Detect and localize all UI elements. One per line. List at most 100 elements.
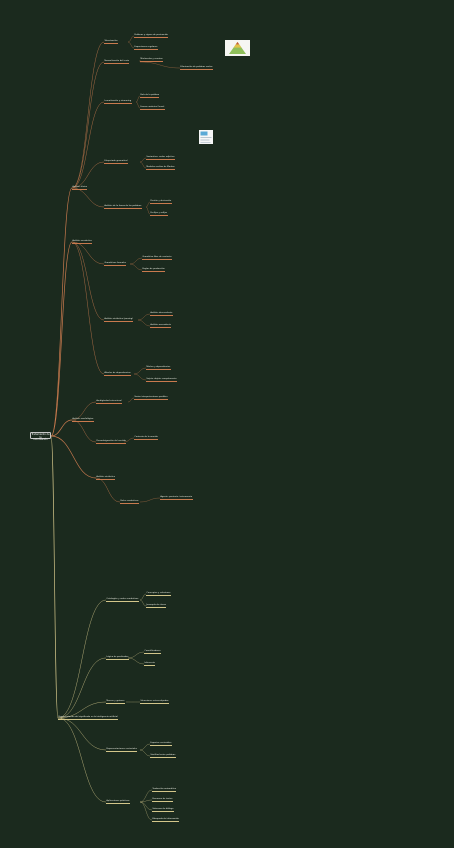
sub-lematizacion[interactable]: Lematización y stemming [104, 100, 132, 104]
connector-line [71, 241, 105, 321]
connector-line [71, 241, 105, 265]
branch-pragmatico[interactable]: Representación del significado en la int… [58, 716, 119, 720]
connector-line [129, 257, 143, 265]
connector-line [57, 657, 107, 719]
connector-line [139, 157, 147, 163]
leaf-item[interactable]: Jerarquía de clases [146, 604, 167, 608]
connector-line [57, 701, 107, 719]
leaf-item[interactable]: Cuantificadores [144, 650, 162, 654]
leaf-item[interactable]: Expresiones regulares [134, 46, 158, 50]
sub-analisis-morf[interactable]: Análisis de la forma de las palabras [104, 205, 142, 209]
connector-line [57, 599, 107, 719]
connector-line [139, 599, 147, 607]
leaf-item[interactable]: Núcleo y dependientes [146, 366, 171, 370]
sub-normalizacion[interactable]: Normalización del texto [104, 60, 130, 64]
sub-ontologias[interactable]: Ontologías y redes semánticas [106, 598, 139, 602]
leaf-item[interactable]: Sustantivo, verbo, adjetivo [146, 156, 175, 160]
sub-logica[interactable]: Lógica de predicados [106, 656, 129, 660]
leaf-item[interactable]: Prefijos y sufijos [150, 212, 168, 216]
branch-sintactico[interactable]: Análisis sintáctico [96, 476, 116, 480]
leaf-item[interactable]: Espacios vectoriales [150, 742, 172, 746]
connector-line [71, 101, 105, 189]
connector-line [139, 497, 161, 503]
connector-line [139, 743, 151, 751]
branch-morfologico[interactable]: Análisis morfológico [72, 418, 94, 422]
leaf-item[interactable]: Análisis ascendente [150, 324, 172, 328]
leaf-item[interactable]: Palabras y signos de puntuación [134, 34, 169, 38]
sub-parsing[interactable]: Análisis sintáctico (parsing) [104, 318, 134, 322]
leaf-item[interactable]: Inferencia [144, 662, 156, 666]
leaf-item[interactable]: Eliminación de palabras vacías [180, 66, 213, 70]
sub-vectores[interactable]: Representaciones vectoriales [106, 748, 138, 752]
connector-line [137, 313, 151, 321]
sub-arboles[interactable]: Árboles de dependencias [104, 372, 132, 376]
leaf-item[interactable]: Situaciones estereotipadas [140, 700, 169, 704]
sub-marcos[interactable]: Marcos y guiones [106, 700, 125, 704]
connector-line [145, 201, 151, 208]
leaf-item[interactable]: Conceptos y relaciones [146, 592, 171, 596]
connector-line [127, 657, 145, 665]
connector-line [127, 35, 135, 43]
leaf-item[interactable]: Sistemas de diálogo [152, 808, 174, 812]
leaf-item[interactable]: Análisis descendente [150, 312, 173, 316]
sub-tokenizacion[interactable]: Tokenización [104, 40, 118, 44]
branch-semantico[interactable]: Análisis semántico [72, 240, 93, 244]
connector-line [50, 419, 73, 437]
leaf-item[interactable]: Varias interpretaciones posibles [134, 396, 168, 400]
sub-aplicaciones[interactable]: Aplicaciones prácticas [106, 800, 130, 804]
root-node[interactable]: Tratamiento de la información [30, 432, 51, 442]
branch-lexico[interactable]: Análisis léxico [72, 186, 88, 190]
leaf-item[interactable]: Traducción automática [152, 788, 177, 792]
connector-line [145, 206, 151, 215]
connector-line [57, 717, 107, 751]
connector-line [50, 435, 59, 719]
connector-line [50, 241, 73, 437]
connector-line [137, 319, 151, 327]
connector-line [139, 61, 181, 69]
leaf-item[interactable]: Resumen de textos [152, 798, 173, 802]
leaf-item[interactable]: Búsqueda de información [152, 818, 180, 822]
connector-line [95, 477, 121, 503]
connector-line [71, 401, 97, 421]
connector-line [135, 101, 141, 109]
connector-line [133, 373, 147, 381]
connector-line [127, 397, 135, 403]
leaf-item[interactable]: Agente, paciente, instrumento [160, 496, 193, 500]
connector-line [133, 367, 147, 375]
figure-image-icon [199, 130, 213, 144]
connector-line [129, 263, 143, 271]
connector-line [139, 749, 151, 757]
connector-line [71, 161, 105, 189]
leaf-item[interactable]: Reglas de producción [142, 268, 166, 272]
leaf-item[interactable]: Modelos ocultos de Markov [146, 166, 175, 170]
root-title-line2: información [33, 438, 48, 442]
sub-sentido[interactable]: Desambiguación del sentido [96, 440, 127, 444]
leaf-item[interactable]: Gramática libre de contexto [142, 256, 172, 260]
connector-line [71, 187, 105, 208]
sub-gramaticas[interactable]: Gramáticas formales [104, 262, 127, 266]
connector-line [135, 95, 141, 103]
connector-line [127, 651, 145, 659]
pyramid-diagram-icon [225, 40, 250, 56]
sub-etiquetado[interactable]: Etiquetado gramatical [104, 160, 128, 164]
connector-line [71, 41, 105, 189]
sub-ambiguedad[interactable]: Ambigüedad estructural [96, 400, 122, 404]
leaf-item[interactable]: Raíz de la palabra [140, 94, 160, 98]
root-title-line1: Tratamiento de la [31, 432, 50, 439]
connector-line [71, 241, 105, 375]
connector-line [71, 61, 105, 189]
leaf-item[interactable]: Sujeto, objeto, complemento [146, 378, 177, 382]
leaf-item[interactable]: Flexión y derivación [150, 200, 172, 204]
leaf-item[interactable]: Forma canónica (lema) [140, 106, 165, 110]
leaf-item[interactable]: Similitud entre palabras [150, 754, 176, 758]
leaf-item[interactable]: Minúsculas y acentos [140, 58, 163, 62]
connector-line [139, 789, 153, 803]
leaf-item[interactable]: Contexto de la oración [134, 436, 159, 440]
connector-line [50, 187, 73, 437]
connector-line [139, 593, 147, 601]
connector-line [123, 437, 135, 443]
sub-roles[interactable]: Roles semánticos [120, 500, 139, 504]
connector-line [139, 799, 153, 803]
